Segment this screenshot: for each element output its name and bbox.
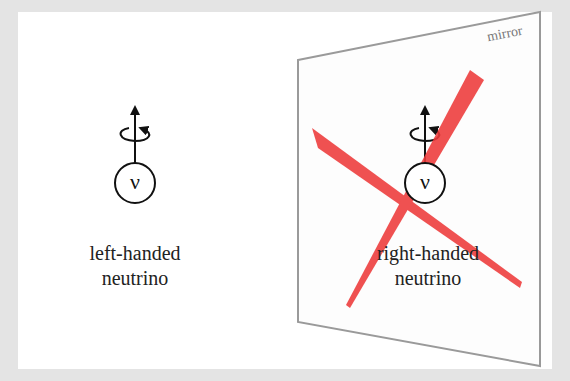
panel — [18, 12, 552, 369]
particle-caption: left-handed neutrino — [70, 241, 200, 291]
mirror-label: mirror — [486, 23, 524, 46]
red-cross — [312, 70, 522, 308]
neutrino-circle: ν — [404, 162, 446, 204]
spin-arrow — [121, 110, 150, 163]
mirror-outline — [298, 12, 540, 366]
neutrino-circle: ν — [114, 162, 156, 204]
particle-symbol: ν — [420, 171, 430, 193]
particle-caption: right-handed neutrino — [363, 241, 493, 291]
particle-symbol: ν — [130, 171, 140, 193]
